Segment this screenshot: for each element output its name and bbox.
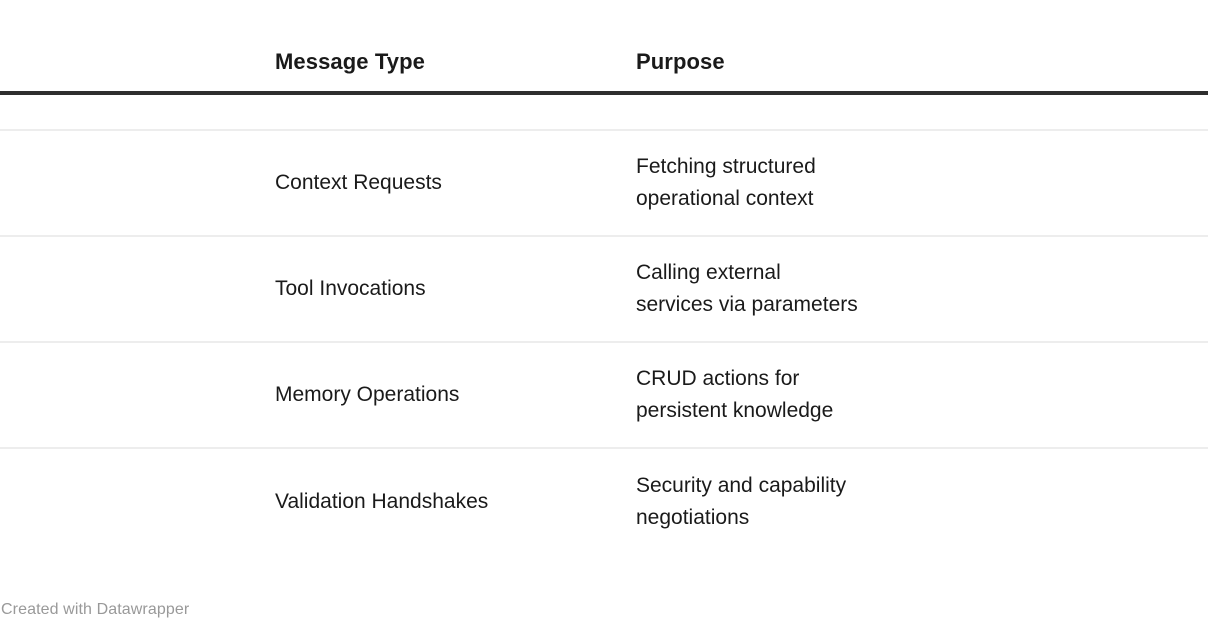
cell-purpose-line-1: CRUD actions for [636,367,800,390]
row-spacer-cell [0,448,275,554]
cell-purpose: Security and capability negotiations [636,448,1208,554]
table-header-spacer [0,0,275,93]
cell-purpose: CRUD actions for persistent knowledge [636,342,1208,449]
cell-purpose-line-2: services via parameters [636,293,858,316]
row-spacer-cell [0,236,275,343]
chart-footer: Created with Datawrapper [0,598,1208,622]
cell-purpose-line-1: Security and capability [636,473,847,497]
cell-purpose: Fetching structured operational context [636,130,1208,237]
cell-message-type: Validation Handshakes [275,489,489,513]
cell-purpose: Calling external services via parameters [636,236,1208,343]
cell-purpose-line-1: Calling external [636,261,781,284]
table-header-row: Message Type Purpose [0,0,1208,93]
cell-purpose-line-2: operational context [636,187,814,210]
datawrapper-credit[interactable]: Created with Datawrapper [1,601,190,618]
table-row: Memory Operations CRUD actions for persi… [0,342,1208,449]
row-spacer-cell [0,342,275,449]
column-header-purpose: Purpose [636,49,725,74]
table-row: Validation Handshakes Security and capab… [0,448,1208,554]
table-body: Context Requests Fetching structured ope… [0,93,1208,554]
blank-cell-type [275,93,636,131]
cell-message-type: Memory Operations [275,342,636,449]
data-table: Message Type Purpose Context Requests Fe… [0,0,1208,554]
cell-message-type: Tool Invocations [275,236,636,343]
cell-purpose-line-1: Fetching structured [636,155,816,178]
row-spacer-cell [0,130,275,237]
table-row-blank [0,93,1208,131]
table-header: Message Type Purpose [0,0,1208,93]
blank-cell-purpose [636,93,1208,131]
table-row: Context Requests Fetching structured ope… [0,130,1208,237]
cell-message-type: Context Requests [275,130,636,237]
blank-cell-spacer [0,93,275,131]
column-header-message-type: Message Type [275,49,425,74]
cell-purpose-line-2: negotiations [636,505,750,529]
table-row: Tool Invocations Calling external servic… [0,236,1208,343]
cell-purpose-line-2: persistent knowledge [636,399,834,422]
